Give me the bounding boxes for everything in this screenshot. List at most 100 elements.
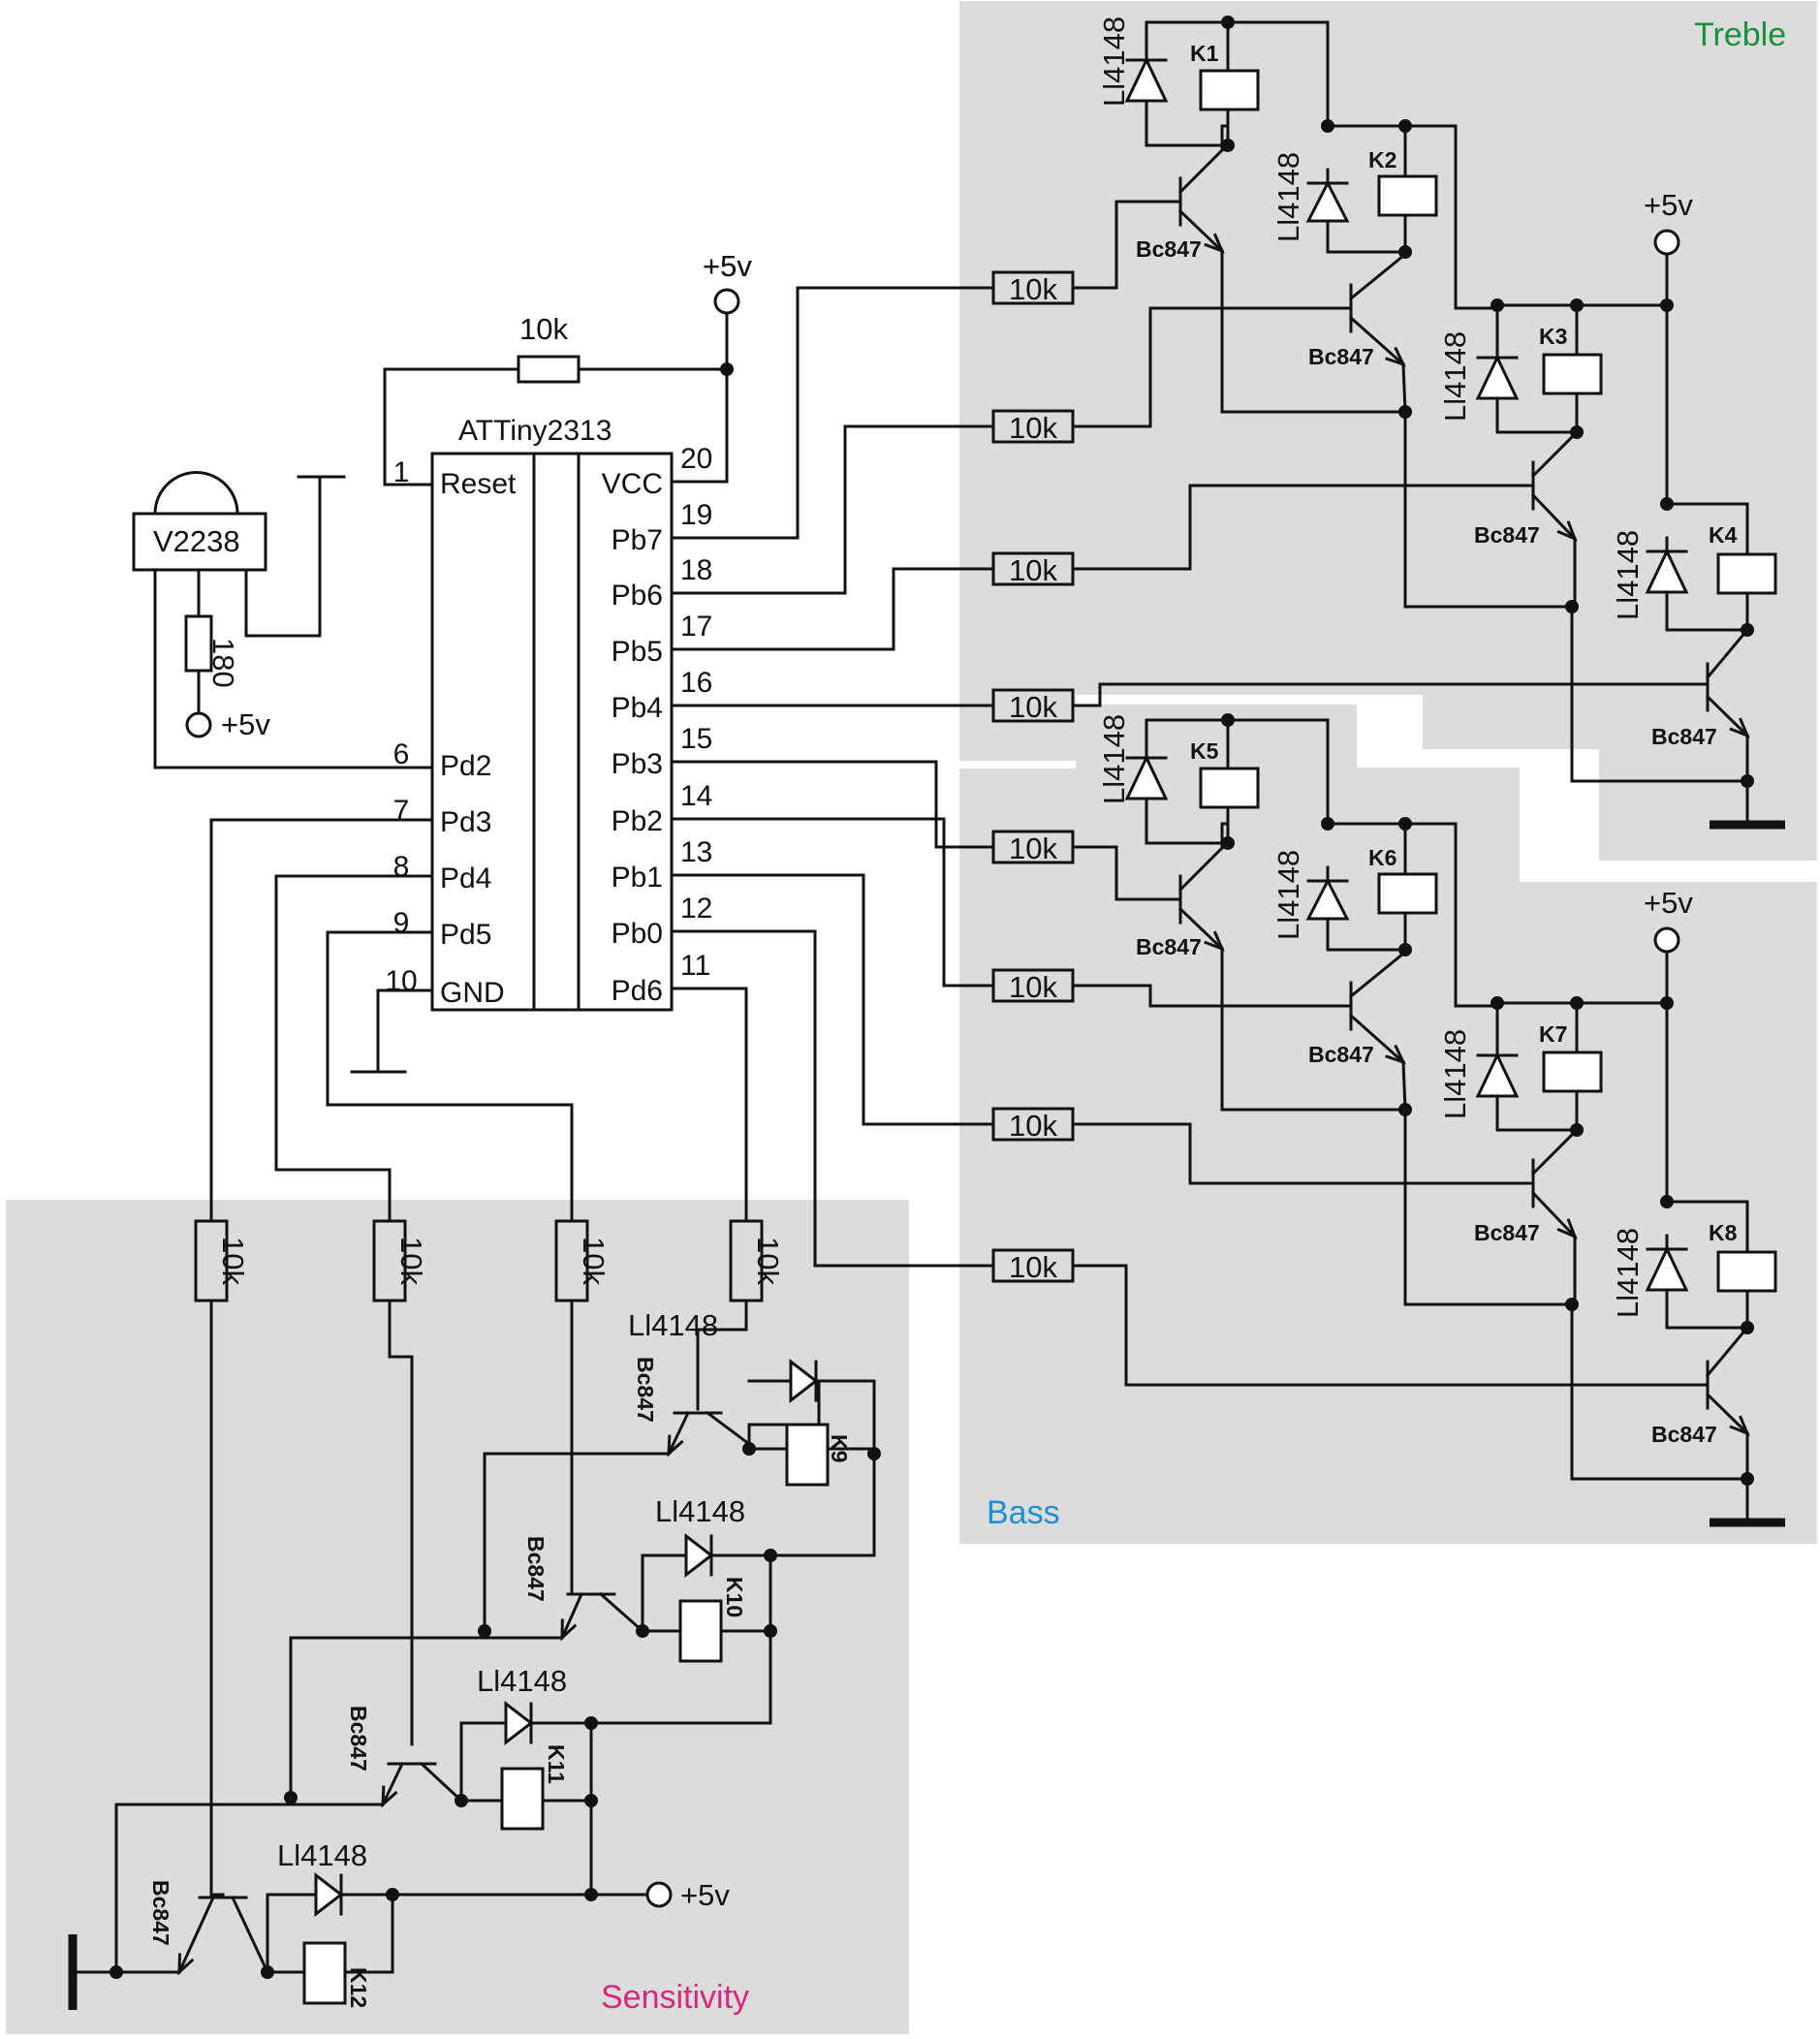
junction-dot: [1221, 139, 1235, 152]
supply-terminal: [1653, 229, 1680, 256]
wire: [1071, 984, 1351, 1008]
wire: [1071, 484, 1533, 571]
wire: [1665, 591, 1749, 632]
resistor-body: [372, 1219, 407, 1302]
transistor-emitter: [1705, 1392, 1750, 1436]
diode-ll4148: [1645, 1234, 1689, 1305]
wire: [670, 873, 994, 1126]
resistor-label: 10k: [577, 1237, 611, 1285]
transistor-collector: [1348, 253, 1406, 301]
junction-dot: [1570, 996, 1584, 1010]
wire: [1326, 911, 1407, 952]
supply-label-bass: +5v: [1644, 886, 1693, 920]
junction-dot: [742, 1442, 756, 1456]
wire: [1071, 306, 1351, 428]
transistor-collector: [1530, 431, 1578, 479]
transistor-arrow: [381, 1785, 398, 1808]
junction-dot: [284, 1791, 298, 1804]
pin-number: 18: [680, 554, 712, 586]
transistor-collector: [1177, 845, 1225, 893]
resistor-body: [991, 551, 1075, 586]
diode-label: Ll4148: [1438, 1029, 1472, 1119]
pin-name-pb3: Pb3: [612, 748, 663, 780]
text-labels: Treble Bass Sensitivity V2238 180 10k +5…: [148, 16, 1786, 2016]
diode-label: Ll4148: [1271, 850, 1305, 940]
relay-label: K6: [1368, 845, 1396, 870]
resistor-label: 10k: [751, 1237, 785, 1285]
relay-label: K3: [1539, 324, 1567, 349]
junction-dot: [1398, 405, 1412, 419]
junction-dot: [1570, 425, 1584, 439]
junction-dot: [1398, 943, 1412, 957]
resistor-10k: 10k: [194, 1219, 250, 1302]
diode-label: Ll4148: [655, 1494, 745, 1528]
diode-ll4148: [306, 1871, 351, 1918]
transistor-bc847: [1530, 431, 1578, 542]
transistor-label: Bc847: [1308, 1042, 1374, 1067]
transistor-emitter: [667, 1411, 690, 1456]
relay-label: K12: [346, 1967, 371, 2008]
relay-label: K1: [1190, 41, 1219, 66]
transistor-label: Bc847: [1474, 522, 1540, 548]
diode-ll4148: [781, 1358, 826, 1404]
pin-name-pb4: Pb4: [612, 692, 663, 724]
junction-dot: [1221, 713, 1235, 727]
diode-label: Ll4148: [1097, 714, 1131, 804]
relay-coil: [302, 1941, 347, 2005]
pin-name-gnd: GND: [440, 977, 505, 1009]
zone-treble-label: Treble: [1694, 16, 1786, 53]
diode-ll4148: [676, 1532, 721, 1579]
pin-name-pb7: Pb7: [612, 524, 663, 556]
junction-dot: [261, 1965, 274, 1979]
relay-label: K4: [1709, 522, 1738, 548]
diode-body: [1305, 877, 1350, 921]
relay-coil: [1199, 767, 1260, 809]
transistor-collector: [1348, 951, 1406, 999]
resistor-body: [991, 270, 1075, 305]
resistor-10k: 10k: [991, 1248, 1075, 1284]
relay-coil: [1542, 1051, 1603, 1093]
resistor-label: 10k: [1009, 272, 1057, 306]
transistor-collector: [1705, 1325, 1750, 1378]
wire: [114, 1803, 385, 1974]
junction-dot: [478, 1624, 491, 1638]
junction-dot: [455, 1794, 468, 1807]
pin-name-pd3: Pd3: [440, 806, 491, 838]
relay-coil: [1716, 552, 1777, 595]
wire: [670, 987, 748, 1225]
wire: [1326, 822, 1458, 1008]
transistor-collector: [598, 1591, 645, 1634]
diode-ll4148: [1645, 536, 1689, 608]
wire: [1220, 947, 1407, 1112]
diode-body: [1124, 56, 1169, 103]
resistor-10k: 10k: [729, 1219, 785, 1302]
transistor-bc847: [667, 1410, 752, 1458]
pin-number: 16: [680, 667, 712, 699]
wire: [670, 286, 994, 540]
transistor-collector: [419, 1761, 464, 1804]
diode-ll4148: [1124, 45, 1169, 116]
transistor-arrow: [560, 1618, 578, 1642]
wire: [1401, 362, 1574, 609]
pin-name-pd6: Pd6: [612, 975, 663, 1007]
wire: [670, 424, 994, 595]
wire: [1071, 200, 1180, 290]
wire: [1495, 1089, 1579, 1132]
supply-label-top: +5v: [703, 249, 752, 283]
transistor-collector: [1530, 1129, 1578, 1176]
junction-dot: [110, 1965, 123, 1979]
transistor-bc847: [1348, 253, 1406, 367]
wire: [459, 1721, 500, 1803]
transistor-bc847: [1177, 845, 1225, 952]
resistor-10k: 10k: [991, 968, 1075, 1004]
pullup-resistor-value: 10k: [519, 312, 568, 346]
resistor-10k: 10k: [554, 1219, 611, 1302]
supply-terminal: [645, 1881, 673, 1908]
wire: [1071, 682, 1708, 707]
pin-number: 17: [680, 611, 712, 643]
transistor-arrow: [1729, 717, 1750, 738]
transistor-emitter: [1530, 492, 1578, 542]
diode-ll4148: [1305, 865, 1350, 934]
pin-number: 13: [680, 836, 712, 868]
relay-label: K2: [1368, 147, 1396, 173]
